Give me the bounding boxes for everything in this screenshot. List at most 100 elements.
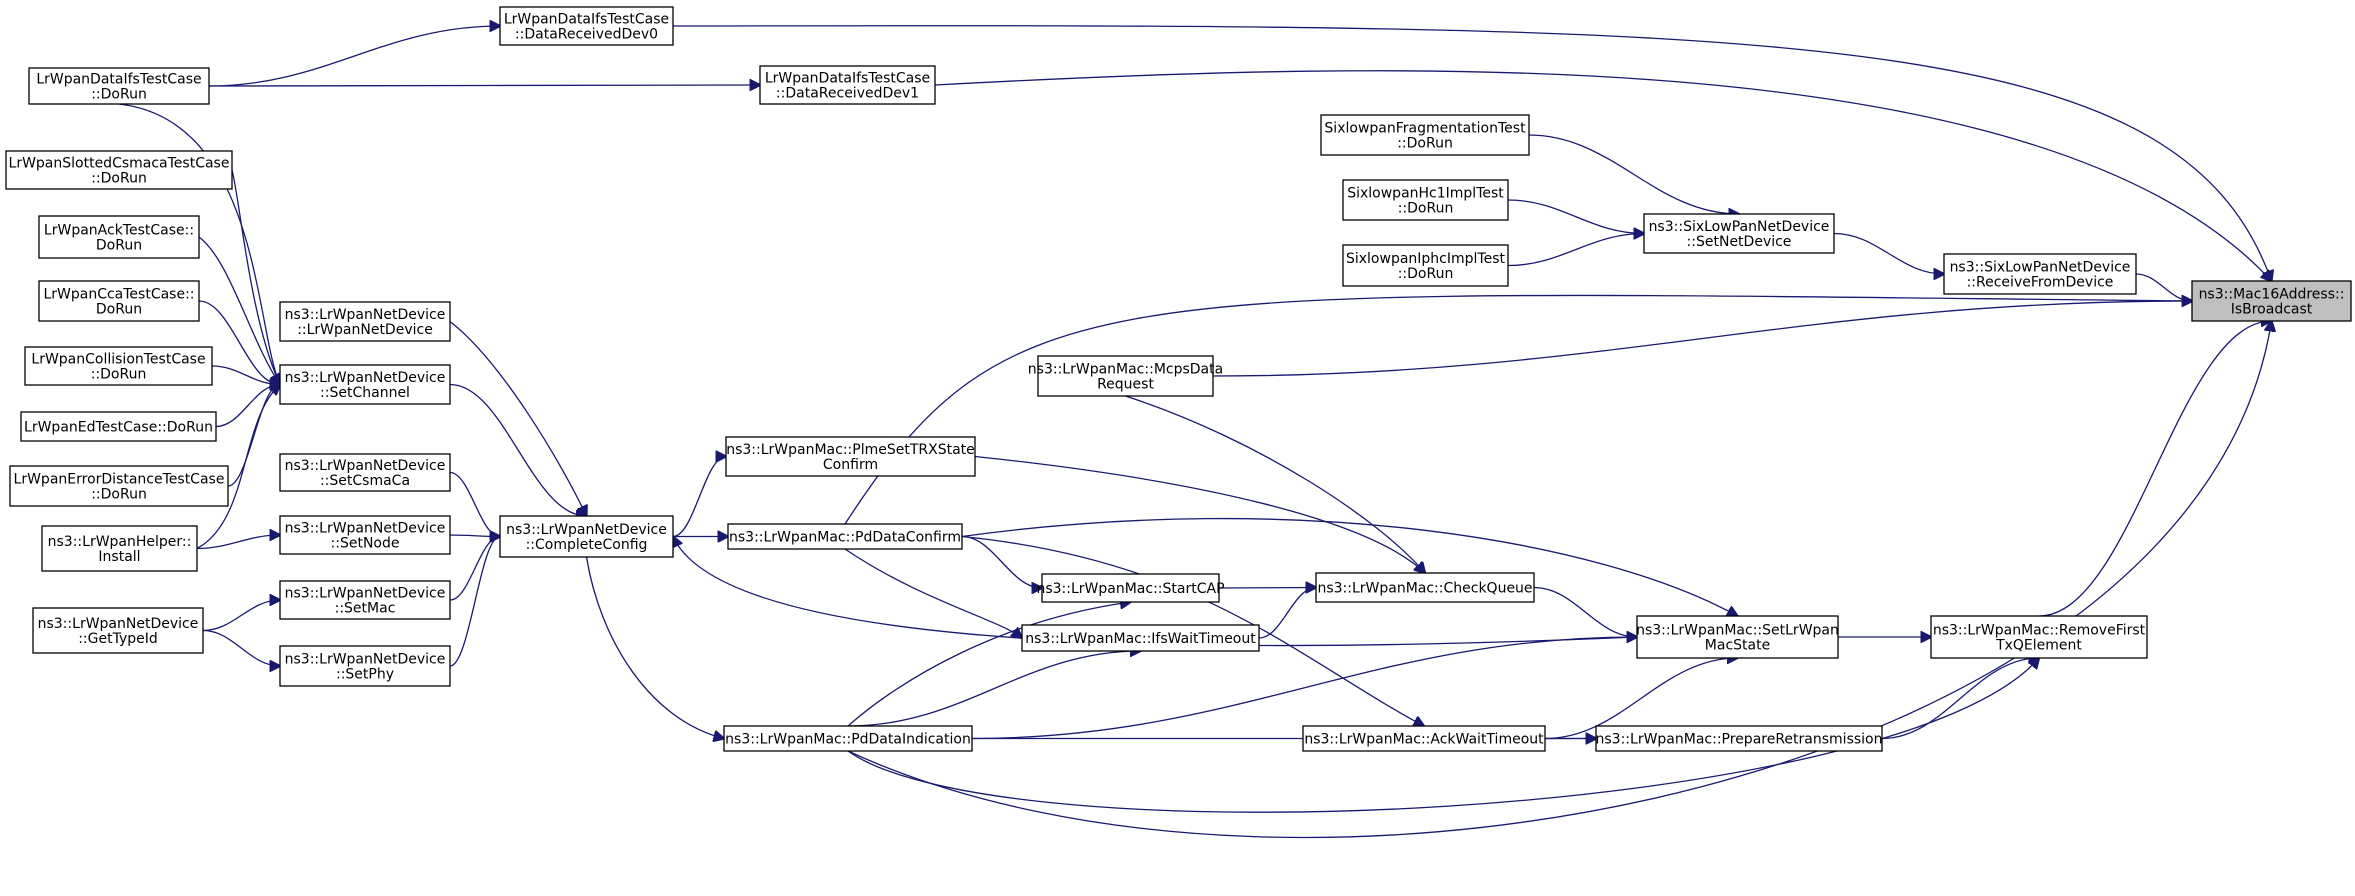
graph-node-ackWait[interactable]: ns3::LrWpanMac::AckWaitTimeout (1302, 725, 1546, 752)
graph-node-ackDoRun[interactable]: LrWpanAckTestCase::DoRun (38, 215, 200, 259)
node-label-line: ns3::LrWpanMac::AckWaitTimeout (1304, 732, 1544, 748)
edge-prepRetrans-to-removeFirst (1881, 658, 2039, 740)
graph-node-pdDataConfirm[interactable]: ns3::LrWpanMac::PdDataConfirm (727, 523, 963, 550)
node-box (499, 6, 674, 46)
node-box (24, 346, 213, 386)
edge-edDoRun-to-setChannel (215, 385, 280, 428)
graph-node-prepRetrans[interactable]: ns3::LrWpanMac::PrepareRetransmission (1595, 725, 1883, 752)
node-label-line: ::ReceiveFromDevice (1967, 275, 2114, 291)
node-label-line: ns3::LrWpanMac::CheckQueue (1317, 581, 1532, 597)
node-label-line: ns3::LrWpanMac::McpsData (1028, 362, 1223, 378)
node-label-line: ::DoRun (91, 87, 147, 103)
graph-node-ctor[interactable]: ns3::LrWpanNetDevice::LrWpanNetDevice (279, 301, 451, 342)
node-label-line: MacState (1705, 638, 1770, 654)
nodes-layer: ns3::Mac16Address::IsBroadcast LrWpanData… (5, 6, 2352, 752)
graph-node-fragDoRun[interactable]: SixlowpanFragmentationTest::DoRun (1320, 114, 1530, 156)
node-label-line: LrWpanDataIfsTestCase (504, 12, 669, 28)
edge-pdDataInd-to-removeFirst (847, 658, 2039, 813)
graph-node-setMac[interactable]: ns3::LrWpanNetDevice::SetMac (279, 580, 451, 620)
graph-node-collDoRun[interactable]: LrWpanCollisionTestCase::DoRun (24, 346, 213, 386)
edge-mcpsDataReq-to-focus (1212, 301, 2192, 377)
graph-node-setPhy[interactable]: ns3::LrWpanNetDevice::SetPhy (279, 645, 451, 687)
node-label-line: ::LrWpanNetDevice (297, 322, 433, 338)
edge-iphcDoRun-to-sixSetNetDev (1507, 234, 1644, 267)
node-box (1302, 725, 1546, 752)
node-label-line: LrWpanEdTestCase::DoRun (24, 420, 213, 436)
node-label-line: DoRun (96, 302, 142, 318)
edge-completeConfig-to-plmeConfirm (672, 457, 726, 538)
edge-pdDataInd-to-startCap (847, 602, 1131, 727)
edge-setChannel-to-completeConfig (449, 383, 587, 517)
graph-node-hc1DoRun[interactable]: SixlowpanHc1ImplTest::DoRun (1342, 179, 1509, 221)
node-box (1943, 253, 2137, 295)
node-label-line: ns3::LrWpanMac::SetLrWpan (1636, 623, 1839, 639)
node-box (759, 65, 936, 105)
edge-helperInstall-to-setNode (196, 535, 280, 550)
graph-node-dataIfsDoRun[interactable]: LrWpanDataIfsTestCase::DoRun (28, 67, 210, 105)
node-box (20, 411, 217, 442)
edge-helperInstall-to-setChannel (196, 385, 280, 550)
edge-pdDataConfirm-to-ifsWait (844, 548, 1022, 638)
node-label-line: ::SetPhy (336, 667, 394, 683)
node-label-line: LrWpanCcaTestCase:: (43, 287, 194, 303)
graph-node-iphcDoRun[interactable]: SixlowpanIphcImplTest::DoRun (1342, 244, 1509, 287)
node-box (1021, 624, 1260, 652)
edge-sixRecvFromDev-to-focus (2135, 273, 2192, 301)
node-label-line: IsBroadcast (2231, 302, 2313, 318)
node-box (279, 301, 451, 342)
node-box (1315, 572, 1535, 603)
graph-node-ccaDoRun[interactable]: LrWpanCcaTestCase::DoRun (38, 280, 200, 322)
node-label-line: ::SetCsmaCa (320, 473, 410, 489)
edge-ccaDoRun-to-setChannel (198, 300, 280, 385)
edge-ctor-to-completeConfig (449, 320, 587, 517)
graph-node-dataRecv1[interactable]: LrWpanDataIfsTestCase::DataReceivedDev1 (759, 65, 936, 105)
graph-node-setNode[interactable]: ns3::LrWpanNetDevice::SetNode (279, 515, 451, 555)
graph-node-setCsmaCa[interactable]: ns3::LrWpanNetDevice::SetCsmaCa (279, 453, 451, 492)
node-label-line: ns3::LrWpanNetDevice (285, 652, 446, 668)
node-label-line: ns3::LrWpanNetDevice (285, 307, 446, 323)
graph-node-ifsWait[interactable]: ns3::LrWpanMac::IfsWaitTimeout (1021, 624, 1260, 652)
node-box (9, 465, 229, 507)
graph-node-dataRecv0[interactable]: LrWpanDataIfsTestCase::DataReceivedDev0 (499, 6, 674, 46)
edge-setMacState-to-completeConfig (673, 537, 1638, 647)
node-label-line: ns3::LrWpanNetDevice (285, 521, 446, 537)
node-label-line: SixlowpanHc1ImplTest (1347, 186, 1504, 202)
graph-node-sixRecvFromDev[interactable]: ns3::SixLowPanNetDevice::ReceiveFromDevi… (1943, 253, 2137, 295)
node-box (725, 436, 976, 477)
graph-node-helperInstall[interactable]: ns3::LrWpanHelper::Install (41, 525, 198, 572)
graph-node-slottedDoRun[interactable]: LrWpanSlottedCsmacaTestCase::DoRun (5, 150, 233, 190)
node-label-line: ns3::LrWpanNetDevice (285, 586, 446, 602)
graph-node-edDoRun[interactable]: LrWpanEdTestCase::DoRun (20, 411, 217, 442)
edge-dataIfsDoRun-to-setChannel (118, 103, 280, 385)
node-label-line: ::DoRun (91, 171, 147, 187)
graph-node-checkQueue[interactable]: ns3::LrWpanMac::CheckQueue (1315, 572, 1535, 603)
node-label-line: Request (1097, 377, 1154, 393)
graph-node-getTypeId[interactable]: ns3::LrWpanNetDevice::GetTypeId (32, 607, 204, 654)
node-box (1342, 179, 1509, 221)
edge-pdDataConfirm-to-focus (844, 294, 2192, 525)
edge-setNode-to-completeConfig (449, 535, 500, 537)
graph-node-sixSetNetDev[interactable]: ns3::SixLowPanNetDevice::SetNetDevice (1643, 213, 1835, 254)
node-box (32, 607, 204, 654)
node-label-line: Install (98, 549, 140, 565)
graph-node-startCap[interactable]: ns3::LrWpanMac::StartCAP (1036, 573, 1225, 603)
graph-node-errDoRun[interactable]: LrWpanErrorDistanceTestCase::DoRun (9, 465, 229, 507)
edge-ackWait-to-setMacState (1544, 658, 1738, 740)
graph-node-focus[interactable]: ns3::Mac16Address::IsBroadcast (2191, 280, 2352, 322)
node-label-line: ns3::LrWpanNetDevice (285, 370, 446, 386)
node-label-line: ::SetNode (331, 536, 400, 552)
graph-node-completeConfig[interactable]: ns3::LrWpanNetDevice::CompleteConfig (499, 515, 674, 558)
node-box (1930, 615, 2148, 659)
node-box (1037, 355, 1214, 397)
edge-setMac-to-completeConfig (449, 537, 500, 601)
graph-node-setChannel[interactable]: ns3::LrWpanNetDevice::SetChannel (279, 364, 451, 405)
edges-layer (118, 26, 2272, 839)
node-label-line: LrWpanCollisionTestCase (31, 352, 205, 368)
edge-dataRecv1-to-focus (934, 70, 2272, 281)
graph-node-pdDataInd[interactable]: ns3::LrWpanMac::PdDataIndication (723, 725, 973, 752)
